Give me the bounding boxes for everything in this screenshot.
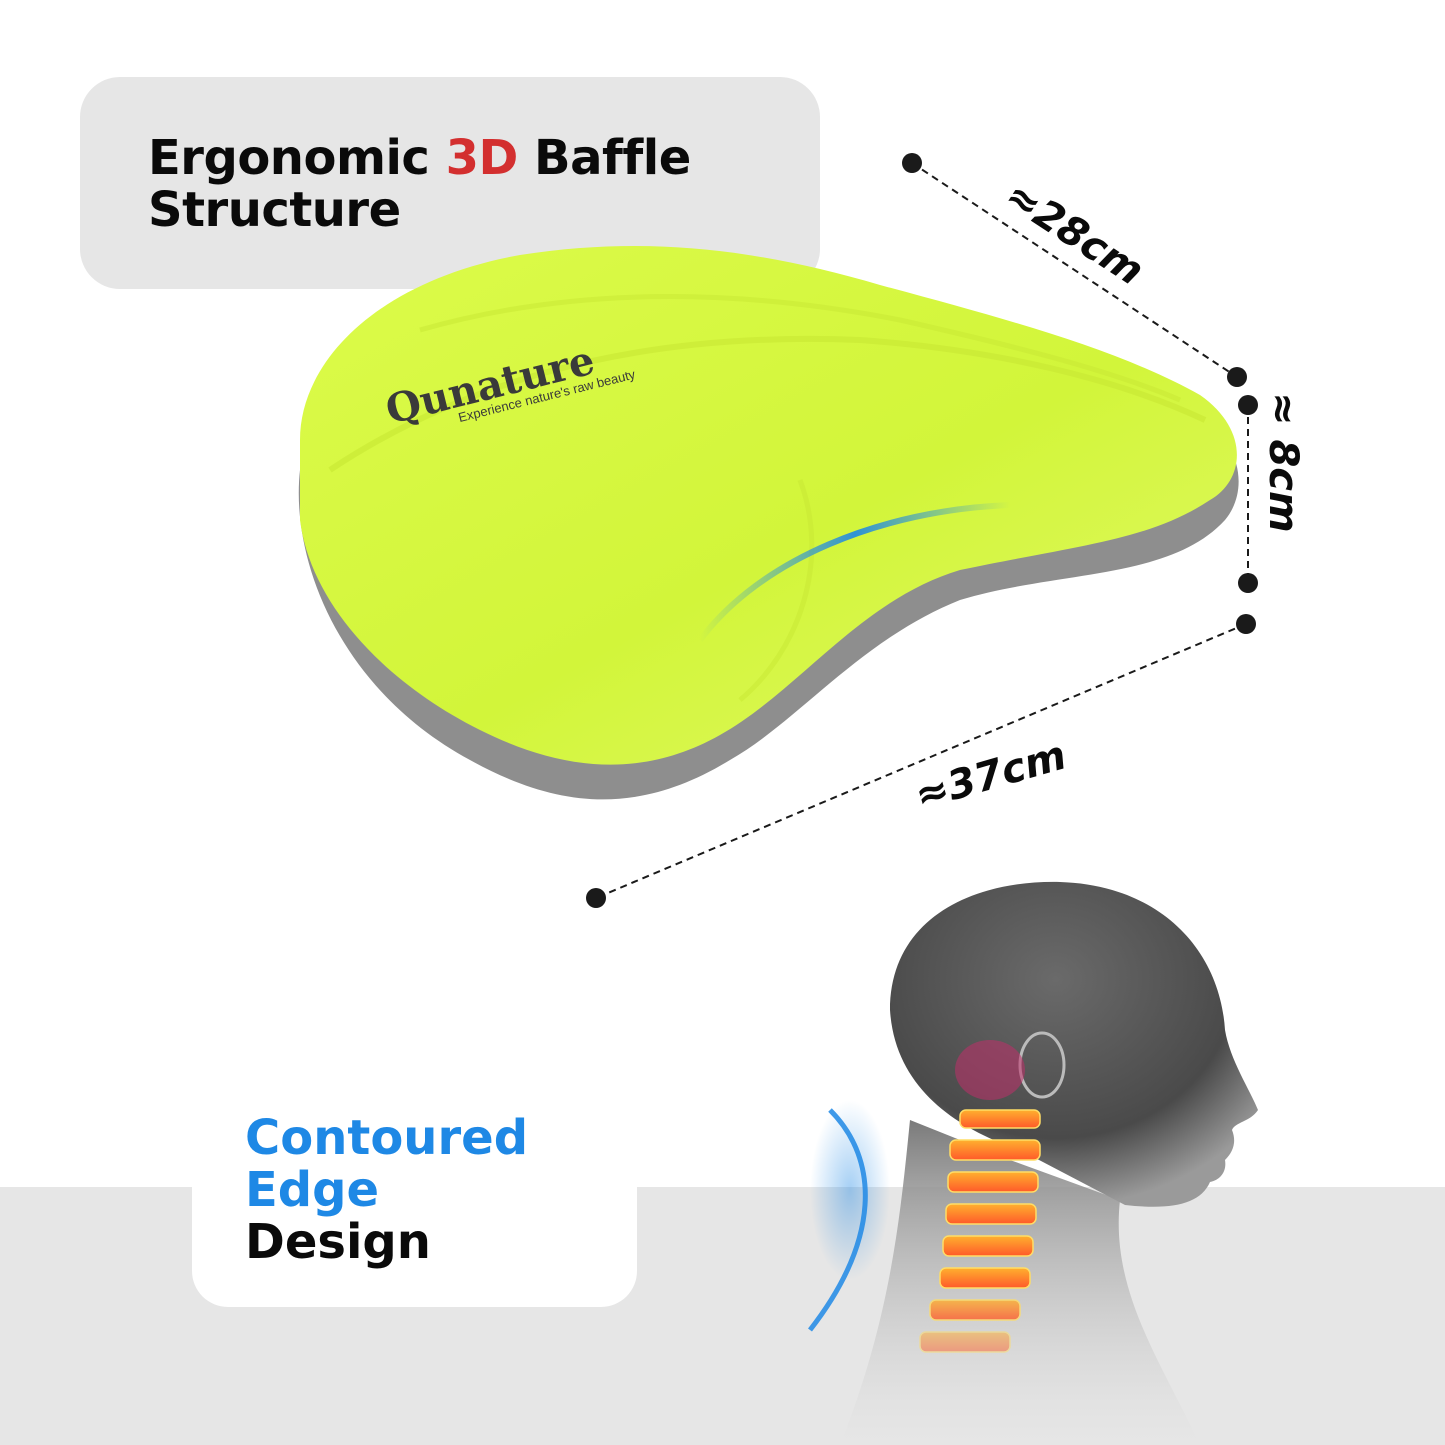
dimension-point xyxy=(1238,573,1258,593)
title-line-2: Structure xyxy=(148,182,401,238)
dimension-point xyxy=(586,888,606,908)
head-spine-illustration xyxy=(780,860,1300,1445)
feature-line-2: Edge xyxy=(245,1162,380,1218)
dimension-point xyxy=(1238,395,1258,415)
feature-heading: Contoured Edge Design xyxy=(245,1112,528,1268)
pillow-image xyxy=(280,240,1260,820)
title-accent: 3D xyxy=(445,130,519,186)
dimension-height-label: ≈ 8cm xyxy=(1260,392,1306,533)
feature-card xyxy=(192,1097,637,1307)
dimension-point xyxy=(1227,367,1247,387)
page-title: Ergonomic 3D Baffle Structure xyxy=(148,132,691,236)
title-line-1: Ergonomic 3D Baffle xyxy=(148,130,691,186)
dimension-point xyxy=(1236,614,1256,634)
feature-line-1: Contoured xyxy=(245,1110,529,1166)
dimension-point xyxy=(902,153,922,173)
feature-line-3: Design xyxy=(245,1214,431,1270)
